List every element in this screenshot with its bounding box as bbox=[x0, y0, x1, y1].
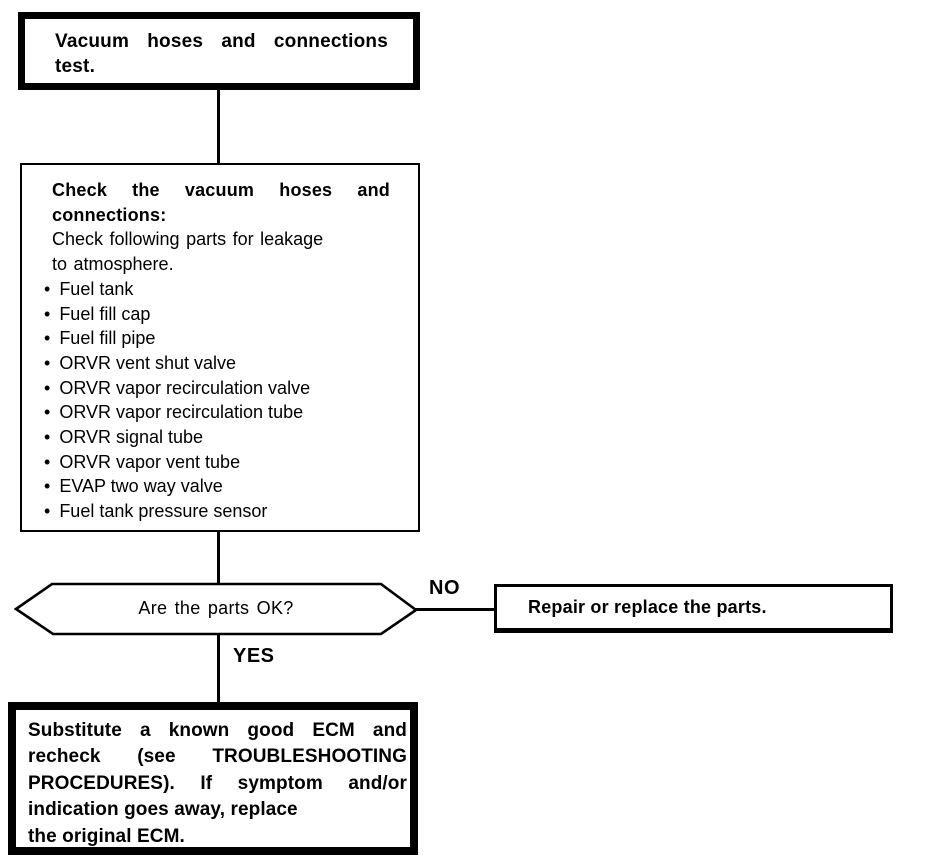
check-node-part-item: Fuel fill pipe bbox=[44, 326, 400, 351]
check-node-part-item: Fuel tank bbox=[44, 277, 400, 302]
check-node-part-list: Fuel tankFuel fill capFuel fill pipeORVR… bbox=[44, 277, 400, 524]
connector-start-to-check bbox=[217, 88, 220, 164]
repair-node-text: Repair or replace the parts. bbox=[528, 597, 767, 617]
check-node-part-item: ORVR vapor recirculation tube bbox=[44, 400, 400, 425]
start-node: Vacuum hoses and connections test. bbox=[18, 12, 420, 90]
ecm-node-text: Substitute a known good ECM and recheck (… bbox=[28, 718, 407, 850]
decision-node: Are the parts OK? bbox=[14, 582, 418, 636]
no-branch-label: NO bbox=[429, 577, 460, 599]
ecm-node-text-line: the original ECM. bbox=[28, 825, 185, 847]
check-node: Check the vacuum hoses and connections: C… bbox=[20, 163, 420, 532]
decision-question: Are the parts OK? bbox=[138, 597, 294, 618]
start-node-text-line: Vacuum hoses and connections bbox=[55, 31, 388, 52]
connector-no-branch bbox=[415, 608, 495, 611]
check-node-part-item: Fuel tank pressure sensor bbox=[44, 499, 400, 524]
repair-node: Repair or replace the parts. bbox=[494, 584, 893, 633]
check-node-part-item: ORVR vapor vent tube bbox=[44, 450, 400, 475]
ecm-node-text-line: recheck (see TROUBLESHOOTING bbox=[28, 746, 407, 768]
ecm-node-text-line: Substitute a known good ECM and bbox=[28, 720, 407, 741]
ecm-node-text-line: PROCEDURES). If symptom and/or bbox=[28, 772, 407, 794]
check-node-part-item: ORVR vapor recirculation valve bbox=[44, 376, 400, 401]
start-node-text: Vacuum hoses and connections test. bbox=[55, 29, 388, 79]
check-node-part-item: ORVR vent shut valve bbox=[44, 351, 400, 376]
check-node-subheading-line: Check following parts for leakage bbox=[52, 229, 324, 250]
check-node-subheading: Check following parts for leakage to atmo… bbox=[52, 227, 400, 276]
check-node-subheading-line: to atmosphere. bbox=[52, 254, 174, 275]
check-node-heading-line: connections: bbox=[52, 204, 167, 225]
connector-yes-branch bbox=[217, 634, 220, 702]
check-node-part-item: EVAP two way valve bbox=[44, 474, 400, 499]
check-node-part-item: ORVR signal tube bbox=[44, 425, 400, 450]
check-node-heading: Check the vacuum hoses and connections: bbox=[52, 178, 390, 227]
check-node-heading-line: Check the vacuum hoses and bbox=[52, 180, 390, 200]
yes-branch-label: YES bbox=[233, 645, 275, 667]
ecm-node: Substitute a known good ECM and recheck (… bbox=[8, 702, 418, 855]
connector-check-to-decision bbox=[217, 530, 220, 583]
ecm-node-text-line: indication goes away, replace bbox=[28, 799, 298, 821]
start-node-text-line: test. bbox=[55, 56, 96, 77]
check-node-part-item: Fuel fill cap bbox=[44, 302, 400, 327]
